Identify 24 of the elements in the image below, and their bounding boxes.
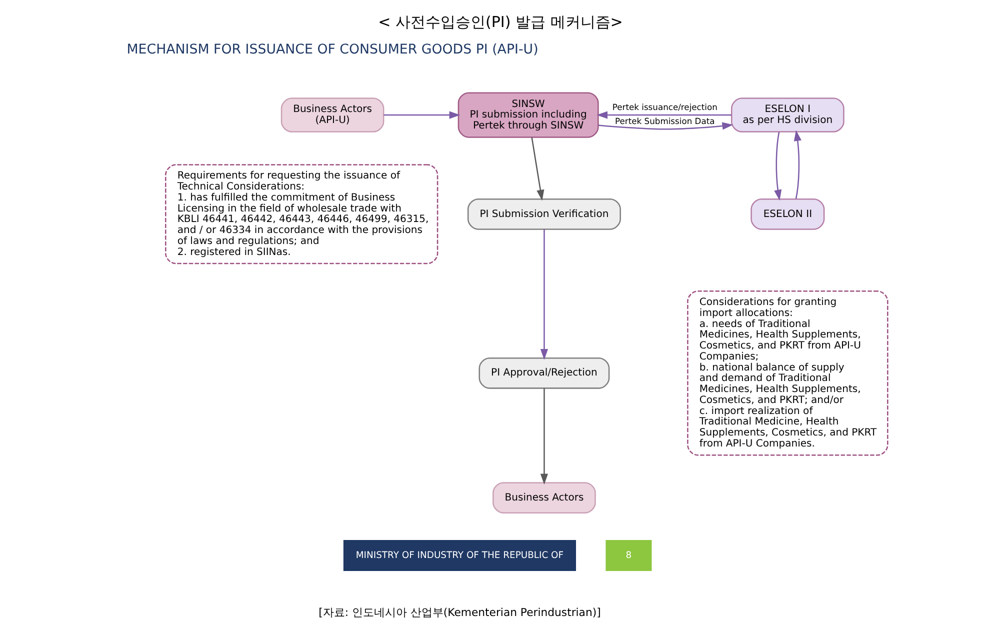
node-box: Business Actors: [492, 482, 596, 514]
node-box: Business Actors (API-U): [280, 98, 384, 132]
node-box: PI Approval/Rejection: [478, 357, 610, 389]
label: MECHANISM FOR ISSUANCE OF CONSUMER GOODS PI (API-U): [126, 42, 538, 58]
node-box: SINSW PI submission including Pertek through SINSW: [457, 92, 598, 138]
edge-label: Pertek Submission Data: [614, 116, 714, 126]
node-box: ESELON I as per HS division: [730, 98, 844, 132]
node-box: Considerations for granting import allocations: a. needs of Traditional Medicines, Health Supplements, Cosmetics, and PKRT from API-U Companies; b. national balance of supply and demand of Traditional Medicines, Health Supplements, Cosmetics, and PKRT; and/or c. import realization of Traditional Medicine, Health Supplements, Cosmetics, and PKRT from API-U Companies.: [686, 290, 888, 456]
node-box: ESELON II: [750, 198, 824, 230]
node-box: PI Submission Verification: [466, 198, 620, 230]
label: MINISTRY OF INDUSTRY OF THE REPUBLIC OF: [355, 550, 564, 561]
arrow: [540, 388, 548, 485]
node-box: Requirements for requesting the issuance of Technical Considerations: 1. has fulfilled the commitment of Business Licensing in the field of wholesale trade with KBLI 46441, 46442, 46443, 46446, 46499, 46315, and / or 46334 in accordance with the provisions of laws and regulations; and 2. registered in SIINas.: [164, 164, 438, 264]
arrow: [540, 229, 548, 360]
arrow: [793, 130, 801, 199]
diagram-title: < 사전수입승인(PI) 발급 메커니즘>: [378, 13, 622, 32]
edge-label: Pertek issuance/rejection: [612, 102, 717, 112]
arrow: [598, 122, 733, 130]
label: 8: [625, 550, 632, 561]
arrow: [774, 132, 782, 201]
caption: [자료: 인도네시아 산업부(Kementerian Perindustrian)]: [318, 606, 600, 620]
arrow: [530, 137, 544, 201]
arrow: [383, 111, 460, 119]
arrow: [596, 111, 732, 119]
